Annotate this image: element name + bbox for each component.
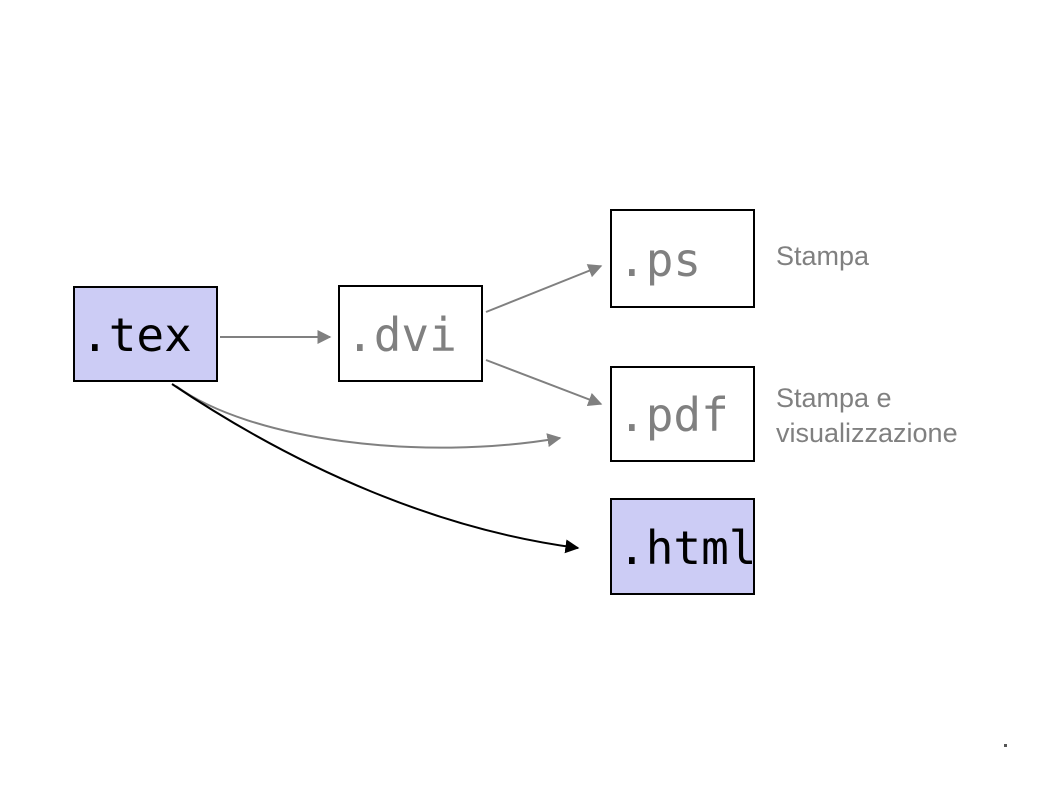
edge-dvi-to-pdf bbox=[485, 359, 603, 407]
edge-tex-to-html bbox=[171, 383, 580, 554]
node-html-label: .html bbox=[618, 520, 757, 575]
annotation-ps-note: Stampa bbox=[776, 241, 870, 271]
node-pdf[interactable]: .pdf bbox=[610, 366, 755, 462]
annotation-pdf-note: Stampa e visualizzazione bbox=[776, 383, 958, 448]
node-ps-label: .ps bbox=[618, 232, 702, 287]
stray-dot-artifact bbox=[1004, 744, 1007, 747]
node-html[interactable]: .html bbox=[610, 498, 757, 595]
edge-tex-to-pdf bbox=[175, 385, 562, 449]
node-tex-label: .tex bbox=[81, 308, 192, 362]
node-dvi-label: .dvi bbox=[346, 307, 457, 362]
node-dvi[interactable]: .dvi bbox=[338, 285, 483, 382]
node-ps[interactable]: .ps bbox=[610, 209, 755, 308]
node-tex[interactable]: .tex bbox=[73, 286, 218, 382]
edge-dvi-to-ps bbox=[485, 264, 603, 313]
node-pdf-label: .pdf bbox=[618, 388, 729, 442]
